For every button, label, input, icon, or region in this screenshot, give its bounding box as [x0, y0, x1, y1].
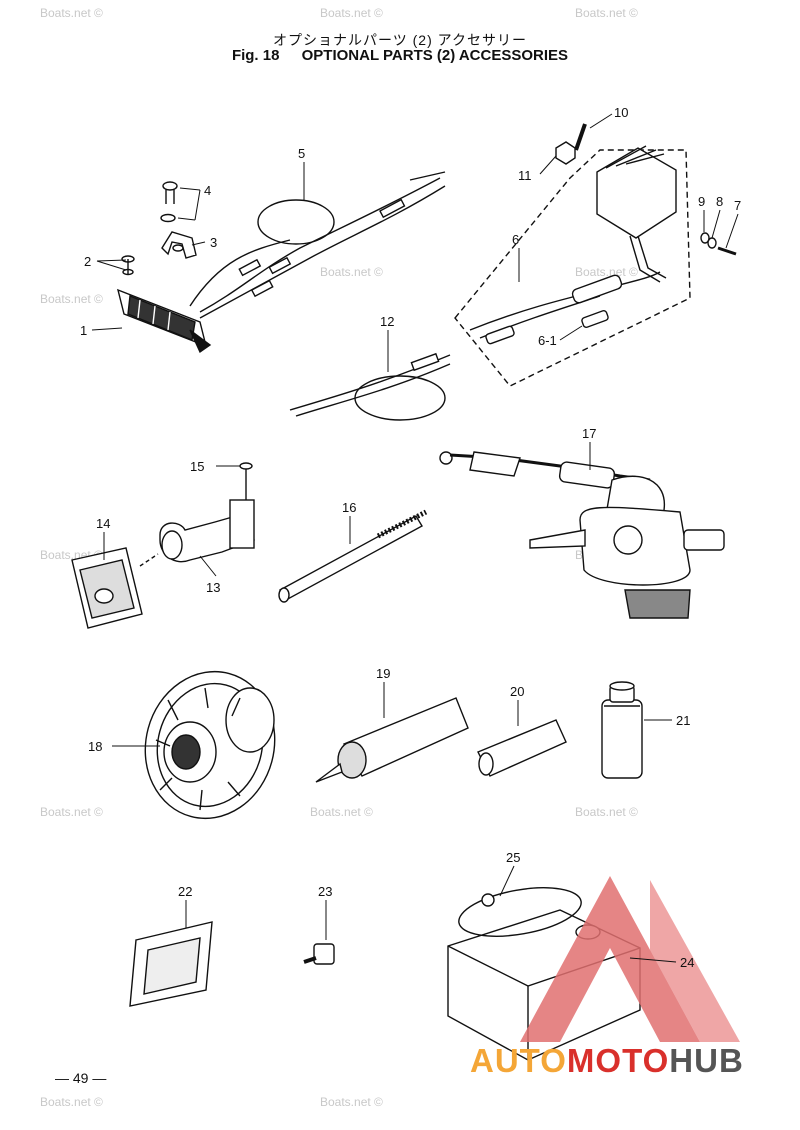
callout-5: 5	[298, 146, 305, 161]
watermark: Boats.net ©	[575, 265, 638, 279]
watermark: Boats.net ©	[40, 805, 103, 819]
part-harness-12	[289, 352, 451, 421]
brand-logo: AUTOMOTOHUB	[470, 1042, 744, 1080]
part-remote-17	[439, 451, 725, 619]
callout-13: 13	[206, 580, 220, 595]
callout-1: 1	[80, 323, 87, 338]
part-clamp-3	[161, 231, 197, 259]
part-tube-19	[315, 697, 469, 783]
page-number: — 49 —	[55, 1070, 107, 1086]
callout-10: 10	[614, 105, 628, 120]
part-fuse-holder-6	[469, 271, 661, 345]
callout-12: 12	[380, 314, 394, 329]
callout-21: 21	[676, 713, 690, 728]
part-screws-7-9	[700, 232, 737, 256]
callout-23: 23	[318, 884, 332, 899]
callout-16: 16	[342, 500, 356, 515]
watermark: Boats.net ©	[320, 265, 383, 279]
title-english: Fig. 18 OPTIONAL PARTS (2) ACCESSORIES	[0, 47, 800, 64]
watermark: Boats.net ©	[575, 6, 638, 20]
callout-14: 14	[96, 516, 110, 531]
callout-7: 7	[734, 198, 741, 213]
callout-19: 19	[376, 666, 390, 681]
callout-25: 25	[506, 850, 520, 865]
part-connector-1	[116, 288, 212, 354]
callout-9: 9	[698, 194, 705, 209]
watermark: Boats.net ©	[310, 805, 373, 819]
part-tube-20	[477, 719, 567, 777]
callout-3: 3	[210, 235, 217, 250]
callout-11: 11	[518, 168, 532, 183]
watermark: Boats.net ©	[320, 1095, 383, 1109]
part-pulley-18	[144, 670, 276, 820]
part-bracket-13	[159, 462, 255, 563]
part-sheet-22	[129, 921, 213, 1007]
watermark: Boats.net ©	[575, 805, 638, 819]
logo-triangle-icon	[520, 876, 740, 1042]
part-group-outline-6	[454, 149, 691, 387]
callout-6-1: 6-1	[538, 333, 557, 348]
callout-6: 6	[512, 232, 519, 247]
logo-part-hub: HUB	[669, 1042, 744, 1079]
callout-22: 22	[178, 884, 192, 899]
callout-4: 4	[204, 183, 211, 198]
part-rod-16	[278, 509, 428, 603]
callout-15: 15	[190, 459, 204, 474]
figure-title: OPTIONAL PARTS (2) ACCESSORIES	[301, 47, 569, 64]
callout-2: 2	[84, 254, 91, 269]
leader-lines	[91, 113, 739, 963]
callout-labels: 1 2 3 4 5 6 6-1 7 8 9 10 11 12 13 14 15 …	[80, 105, 741, 970]
callout-17: 17	[582, 426, 596, 441]
part-harness-5	[189, 171, 446, 319]
part-grommet-14	[71, 547, 159, 629]
watermark: Boats.net ©	[40, 6, 103, 20]
callout-20: 20	[510, 684, 524, 699]
part-bottle-21	[601, 681, 643, 779]
watermark: Boats.net ©	[320, 6, 383, 20]
callout-8: 8	[716, 194, 723, 209]
logo-part-auto: AUTO	[470, 1042, 567, 1079]
part-regulator	[555, 123, 677, 283]
figure-label: Fig. 18	[231, 47, 280, 64]
logo-part-moto: MOTO	[566, 1042, 670, 1079]
callout-18: 18	[88, 739, 102, 754]
callout-24: 24	[680, 955, 694, 970]
part-screw-4	[160, 181, 178, 223]
part-fitting-23	[303, 943, 335, 965]
title-japanese: オプショナルパーツ (2) アクセサリー	[273, 32, 527, 48]
watermark: Boats.net ©	[40, 1095, 103, 1109]
part-screw-2	[121, 255, 135, 276]
watermark: Boats.net ©	[40, 292, 103, 306]
